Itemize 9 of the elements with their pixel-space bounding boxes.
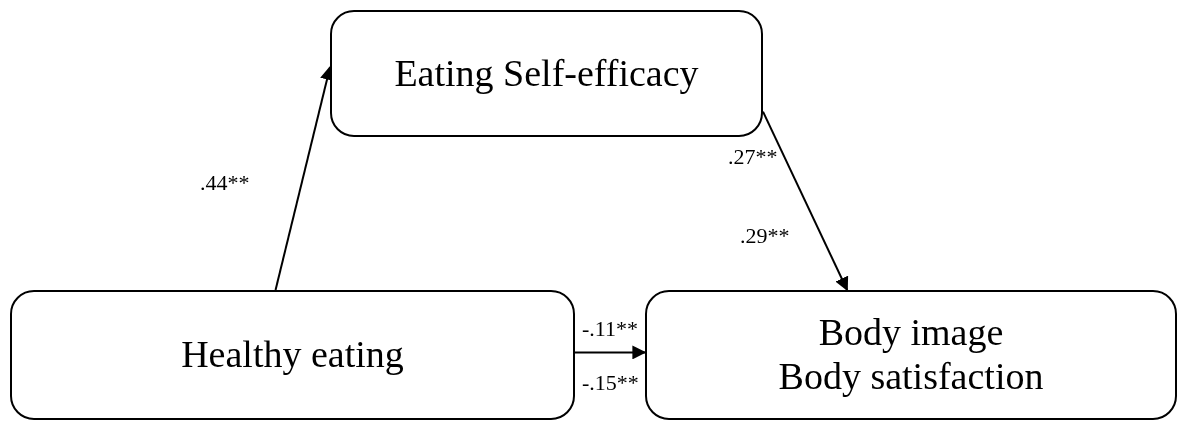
- arrow: [762, 110, 849, 292]
- node-label: Body image: [818, 311, 1004, 355]
- process-box: [10, 290, 575, 420]
- process-box: [645, 290, 1177, 420]
- node-label: Healthy eating: [181, 333, 404, 377]
- arrow: [574, 345, 647, 360]
- process-box: [330, 10, 763, 137]
- node-label: Body satisfaction: [778, 355, 1044, 399]
- node-label: Eating Self-efficacy: [394, 51, 699, 96]
